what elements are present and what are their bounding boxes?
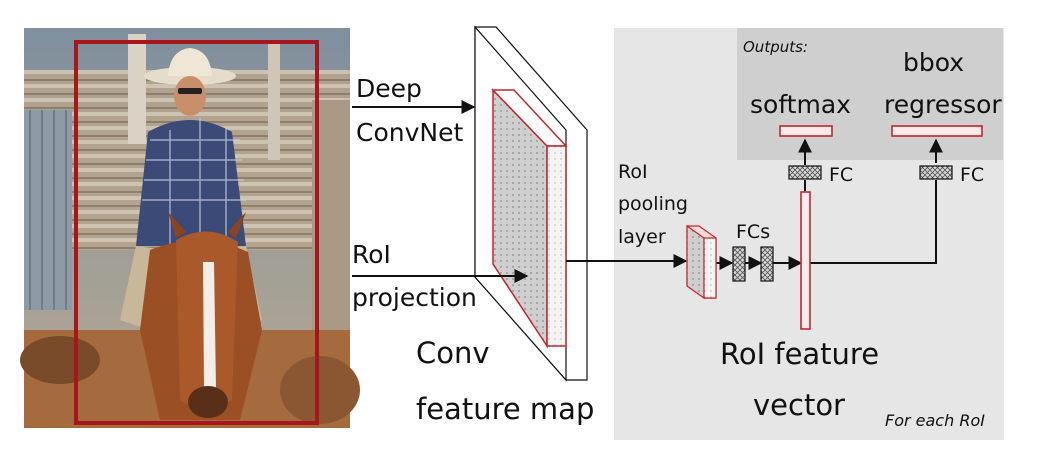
fc-layer-2 — [760, 246, 774, 282]
conv-feature-map — [474, 25, 588, 382]
proposal-box — [74, 40, 319, 425]
label-fc-left: FC — [829, 164, 853, 186]
connectors — [352, 100, 943, 283]
label-roi-feature: RoI feature — [720, 337, 879, 371]
roi-feature-vector — [800, 191, 811, 330]
label-fc-right: FC — [960, 164, 984, 186]
label-convnet: ConvNet — [356, 118, 463, 147]
label-for-each-roi: For each RoI — [885, 411, 985, 430]
label-roi: RoI — [352, 240, 391, 269]
label-roi-pooling-1: RoI — [618, 161, 648, 183]
label-roi-pooling-2: pooling — [618, 193, 688, 215]
fc-softmax — [788, 165, 822, 180]
label-feature-map: feature map — [416, 392, 594, 426]
label-outputs: Outputs: — [743, 38, 808, 56]
roi-pooling-block — [686, 224, 717, 300]
label-vector: vector — [753, 388, 845, 422]
fc-layer-1 — [732, 246, 746, 282]
bbox-output — [891, 125, 983, 137]
fc-bbox — [919, 165, 953, 180]
label-projection: projection — [352, 283, 477, 312]
outputs-panel — [737, 28, 1003, 160]
input-photo — [20, 28, 360, 428]
label-regressor: regressor — [884, 90, 1002, 119]
label-conv: Conv — [416, 336, 490, 370]
label-bbox: bbox — [903, 48, 964, 77]
label-deep: Deep — [356, 74, 422, 103]
label-fcs: FCs — [736, 221, 770, 243]
softmax-output — [779, 125, 833, 137]
label-softmax: softmax — [750, 90, 851, 119]
label-roi-pooling-3: layer — [618, 226, 666, 248]
